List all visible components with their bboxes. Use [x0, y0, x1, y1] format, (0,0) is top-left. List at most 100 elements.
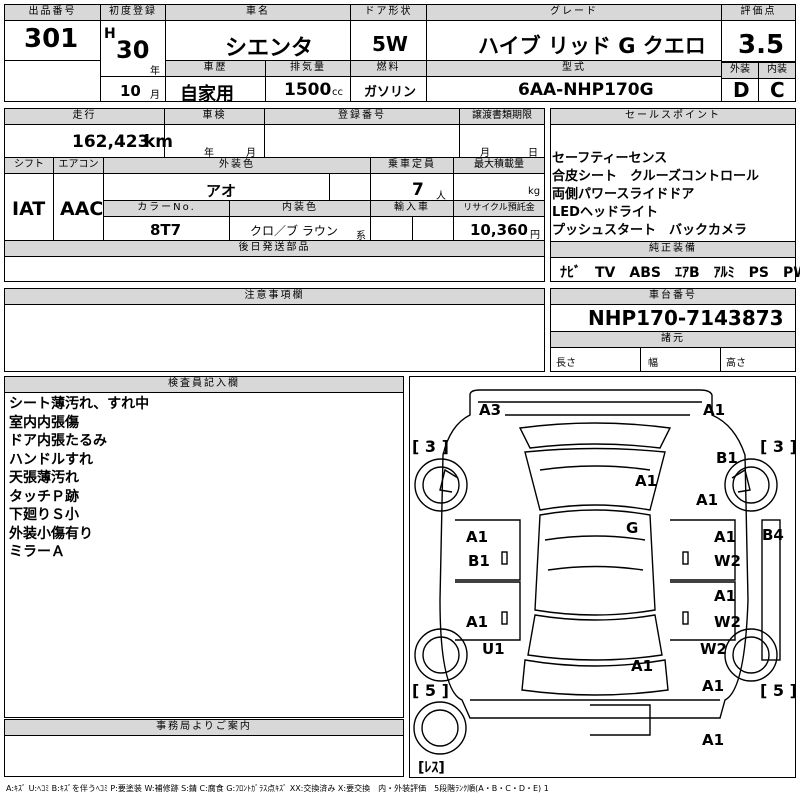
wheel-fr [724, 458, 778, 512]
history-label: 車歴 [165, 60, 266, 77]
caution-label: 注意事項欄 [4, 288, 545, 305]
grade-label: グレード [426, 4, 722, 21]
equipment: ﾅﾋﾞ TV ABS ｴｱB ｱﾙﾐ PS PW [560, 265, 800, 281]
damage-mark: A1 [466, 613, 488, 631]
mileage-unit: km [144, 132, 174, 152]
spare-wheel [413, 701, 467, 755]
length-label: 長さ [556, 358, 576, 369]
reg-year: 30 [116, 36, 150, 64]
air-con: AAC [60, 198, 104, 220]
equipment-label: 純正装備 [550, 241, 796, 258]
inspection-label: 車検 [164, 108, 265, 125]
fuel-label: 燃料 [350, 60, 427, 77]
damage-mark: B4 [762, 526, 784, 544]
damage-mark: A1 [714, 528, 736, 546]
ext-grade: D [733, 78, 750, 102]
note-item: 室内内張傷 [9, 414, 79, 431]
capacity-label: 乗車定員 [370, 157, 454, 174]
damage-mark: B1 [716, 449, 738, 467]
mileage-label: 走行 [4, 108, 165, 125]
tire-label: [ 5 ] [412, 681, 449, 700]
insp-year-unit: 年 [204, 148, 214, 159]
ext-label: 外装 [721, 62, 759, 79]
damage-mark: W2 [700, 640, 727, 658]
spec-label: 諸元 [550, 331, 796, 348]
rear-window [527, 614, 663, 661]
sales-label: セールスポイント [550, 108, 796, 125]
damage-mark: U1 [482, 640, 505, 658]
damage-mark: W2 [714, 552, 741, 570]
sales-point: 合皮シート クルーズコントロール [552, 169, 759, 184]
displacement-label: 排気量 [265, 60, 351, 77]
later-parts-label: 後日発送部品 [4, 240, 545, 257]
note-item: 下廻りＳ小 [9, 507, 79, 523]
score: 3.5 [738, 30, 785, 60]
note-item: ミラーＡ [9, 544, 65, 560]
registration-label: 登録番号 [264, 108, 460, 125]
first-reg-label: 初度登録 [100, 4, 166, 21]
damage-mark: A1 [631, 657, 653, 675]
lot-label: 出品番号 [4, 4, 101, 21]
note-item: シート薄汚れ、すれ中 [9, 396, 150, 412]
tire-label: [ 3 ] [412, 437, 449, 456]
capacity: 7 [412, 180, 424, 200]
door-label: ドア形状 [350, 4, 427, 21]
car-name: シエンタ [225, 36, 314, 61]
note-item: タッチＰ跡 [9, 488, 79, 505]
note-item: 天張薄汚れ [9, 470, 79, 486]
grade: ハイブ リッド G クエロ [478, 34, 706, 58]
mileage: 162,423 [72, 132, 150, 152]
spare-label: [ﾚｽ] [418, 760, 445, 776]
ext-color: アオ [206, 182, 237, 200]
fuel: ガソリン [364, 85, 417, 100]
era: H [104, 26, 116, 42]
transfer-day-unit: 日 [528, 148, 538, 159]
ac-label: エアコン [53, 157, 104, 174]
inspector-label: 検査員記入欄 [4, 376, 404, 393]
damage-mark: G [626, 519, 638, 537]
tire-label: [ 5 ] [760, 681, 795, 700]
score-label: 評価点 [721, 4, 796, 21]
legend: A:ｷｽﾞ U:ﾍｺﾐ B:ｷｽﾞを伴うﾍｺﾐ P:要塗装 W:補修跡 S:錆 … [6, 784, 549, 793]
transfer-label: 譲渡書類期限 [459, 108, 545, 125]
color-no-label: カラーNo. [103, 200, 230, 217]
damage-mark: A3 [479, 401, 501, 419]
recycle-label: リサイクル預託金 [453, 200, 545, 217]
damage-mark: A1 [702, 731, 724, 749]
damage-mark: A1 [466, 528, 488, 546]
capacity-unit: 人 [436, 191, 446, 202]
damage-mark: A1 [702, 677, 724, 695]
door-type: 5W [372, 32, 408, 56]
model-label: 型式 [426, 60, 722, 77]
shift-label: シフト [4, 157, 54, 174]
sales-point: 両側パワースライドドア [552, 187, 695, 202]
wheel-fl [414, 458, 468, 512]
displacement: 1500 [284, 80, 332, 100]
note-item: ドア内張たるみ [9, 433, 107, 449]
height-label: 高さ [726, 358, 746, 369]
damage-mark: A1 [696, 491, 718, 509]
inspector-notes: シート薄汚れ、すれ中 室内内張傷 ドア内張たるみ ハンドルすれ 天張薄汚れ タッ… [9, 395, 149, 562]
lot-number: 301 [24, 24, 79, 54]
model-code: 6AA-NHP170G [518, 80, 654, 100]
shift: IAT [12, 198, 46, 220]
int-color-suffix: 系 [356, 231, 366, 242]
car-diagram-svg: [ 3 ] [ 3 ] [ 5 ] [ 5 ] [ﾚｽ] A3 A1 B1 A1… [412, 389, 795, 776]
roof [534, 509, 656, 616]
year-unit: 年 [150, 66, 160, 77]
insp-month-unit: 月 [246, 148, 256, 159]
wheel-rr [724, 628, 778, 682]
note-item: 外装小傷有り [9, 525, 93, 542]
damage-mark: W2 [714, 613, 741, 631]
history: 自家用 [180, 84, 234, 105]
note-item: ハンドルすれ [9, 451, 93, 468]
recycle-unit: 円 [530, 230, 540, 241]
sales-points: セーフティーセンス 合皮シート クルーズコントロール 両側パワースライドドア L… [552, 150, 759, 240]
office-label: 事務局よりご案内 [4, 719, 404, 736]
tire-label: [ 3 ] [760, 437, 795, 456]
import-label: 輸入車 [370, 200, 454, 217]
sales-point: プッシュスタート バックカメラ [552, 223, 748, 238]
sales-point: セーフティーセンス [552, 151, 668, 166]
windshield [518, 422, 672, 449]
cc-unit: cc [332, 87, 343, 98]
